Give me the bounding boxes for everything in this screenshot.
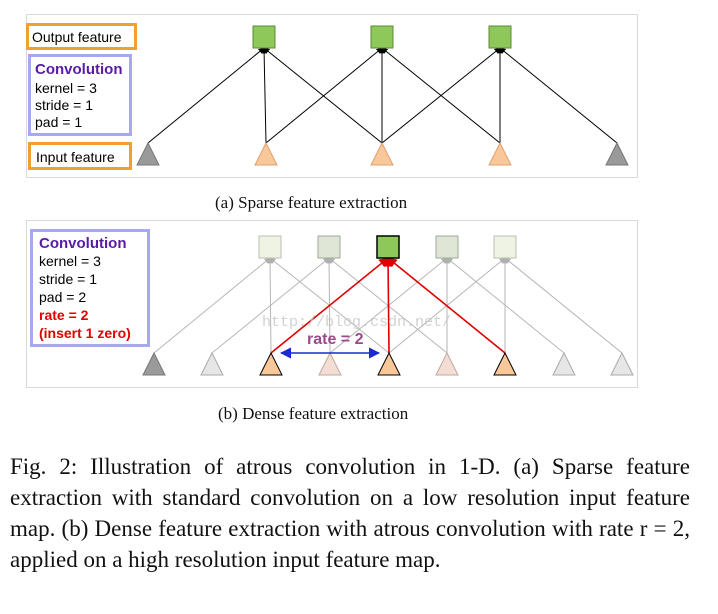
output-node-b xyxy=(435,235,459,259)
output-node-a xyxy=(252,25,276,49)
edge-a xyxy=(499,47,618,144)
edge-b-highlight xyxy=(270,257,389,354)
padding-node-b xyxy=(610,351,634,376)
watermark-text: http://blog.csdn.net/ xyxy=(262,314,451,331)
input-node-b xyxy=(259,351,283,376)
padding-node-b xyxy=(552,351,576,376)
input-node-a xyxy=(254,141,278,166)
conv-title-a: Convolution xyxy=(35,61,123,78)
edge-a xyxy=(263,47,383,144)
edge-b-highlight xyxy=(383,257,393,354)
rate-label: rate = 2 xyxy=(307,331,364,348)
conv-params-box-b: Convolution kernel = 3 stride = 1 pad = … xyxy=(30,229,150,347)
caption-a: (a) Sparse feature extraction xyxy=(215,193,408,212)
edge-a xyxy=(381,47,501,144)
input-node-b xyxy=(435,351,459,376)
padding-node-b xyxy=(142,351,166,376)
edge-b-highlight xyxy=(387,257,506,354)
edge-a xyxy=(261,47,268,144)
param-stride-b: stride = 1 xyxy=(39,271,97,287)
conv-params-box-a: Convolution kernel = 3 stride = 1 pad = … xyxy=(28,54,132,136)
output-node-b xyxy=(317,235,341,259)
input-feature-label-box: Input feature xyxy=(28,142,132,170)
output-node-b xyxy=(258,235,282,259)
padding-node-a xyxy=(136,141,160,166)
edge-b xyxy=(211,257,330,354)
param-pad-b: pad = 2 xyxy=(39,289,87,305)
input-node-a xyxy=(370,141,394,166)
param-insert-zero-b: (insert 1 zero) xyxy=(39,325,131,341)
edge-b xyxy=(153,257,271,354)
input-node-b xyxy=(493,351,517,376)
output-node-a xyxy=(488,25,512,49)
edge-a xyxy=(147,47,265,144)
input-node-a xyxy=(488,141,512,166)
param-rate-b: rate = 2 xyxy=(39,307,89,323)
caption-b: (b) Dense feature extraction xyxy=(218,404,409,423)
padding-node-b xyxy=(200,351,224,376)
edge-a xyxy=(265,47,383,144)
output-feature-label: Output feature xyxy=(32,29,122,45)
input-feature-label: Input feature xyxy=(36,149,115,165)
param-kernel-a: kernel = 3 xyxy=(35,80,97,96)
output-node-b-active xyxy=(376,235,400,259)
output-feature-label-box: Output feature xyxy=(26,23,137,50)
edge-b xyxy=(504,257,623,354)
padding-node-a xyxy=(605,141,629,166)
input-node-b xyxy=(318,351,342,376)
output-node-a xyxy=(370,25,394,49)
output-node-b xyxy=(493,235,517,259)
param-pad-a: pad = 1 xyxy=(35,114,83,130)
input-node-b xyxy=(377,351,401,376)
figure-caption: Fig. 2: Illustration of atrous convoluti… xyxy=(10,454,690,572)
param-kernel-b: kernel = 3 xyxy=(39,253,101,269)
param-stride-a: stride = 1 xyxy=(35,97,93,113)
conv-title-b: Convolution xyxy=(39,235,127,252)
